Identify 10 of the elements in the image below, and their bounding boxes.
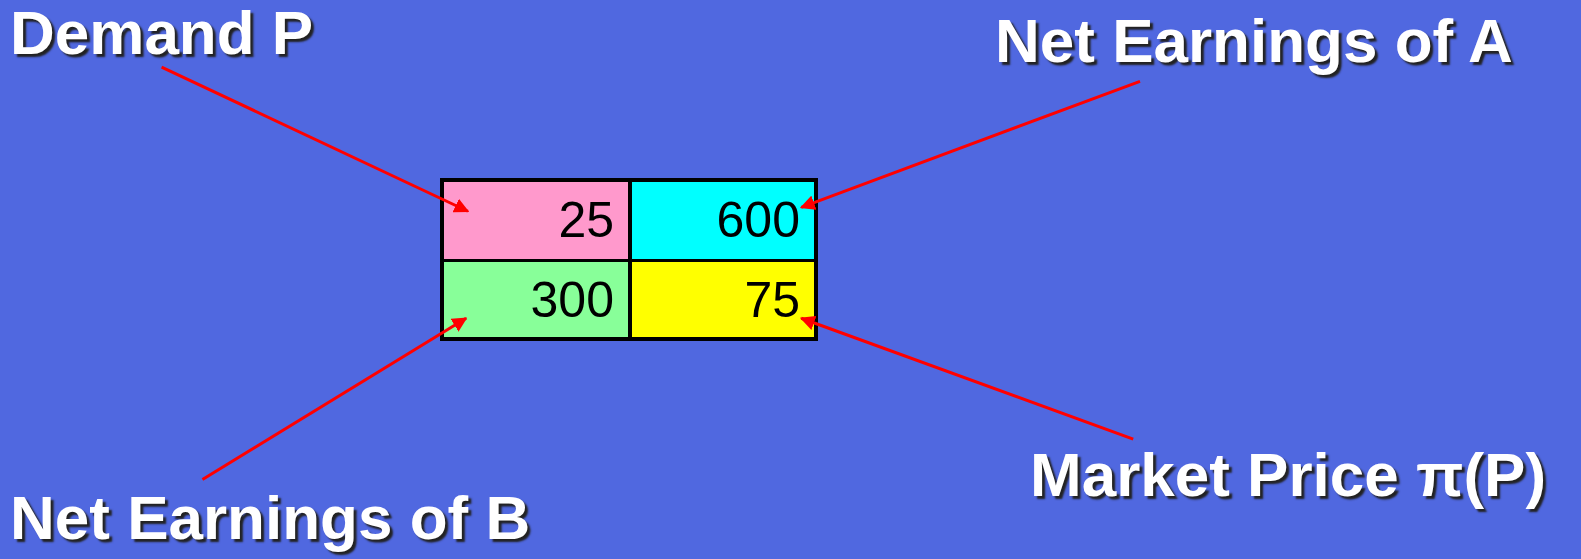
leader-line xyxy=(160,65,470,213)
table-cell: 75 xyxy=(632,262,814,337)
leader-line xyxy=(799,315,1134,441)
leader-line xyxy=(201,316,468,481)
table-grid xyxy=(440,178,818,341)
table-cell: 300 xyxy=(444,262,628,337)
leader-line xyxy=(799,79,1141,210)
callout-label: Demand P xyxy=(10,2,314,64)
table-cell: 600 xyxy=(632,182,814,259)
table-cell: 25 xyxy=(444,182,628,259)
